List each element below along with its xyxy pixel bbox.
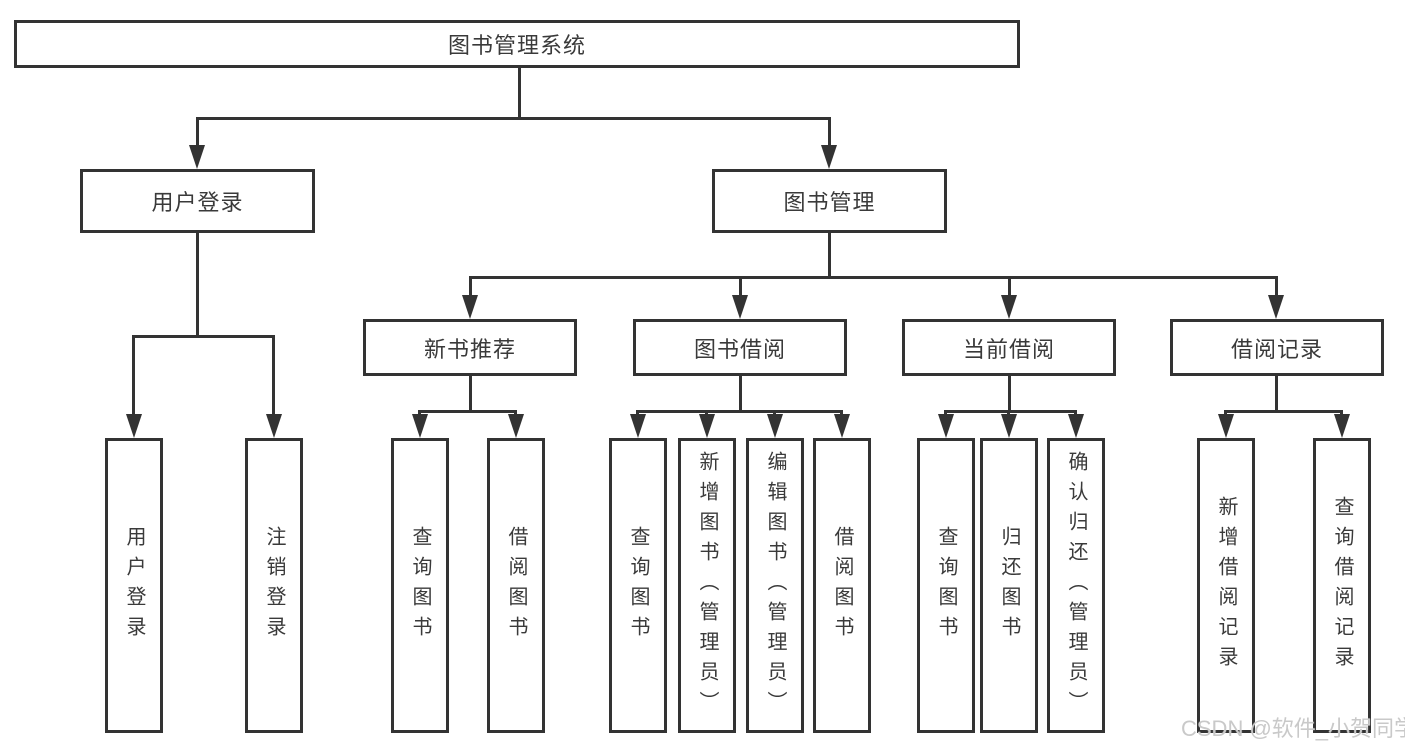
leaf-edit-books-admin: 编辑图书（管理员） [746,438,804,733]
leaf-user-login: 用户登录 [105,438,163,733]
leaf-return-books-label: 归还图书 [998,525,1020,646]
arrow-down-icon [699,414,715,438]
node-book-management-branch: 图书管理 [712,169,947,233]
arrow-down-icon [462,295,478,319]
leaf-add-borrow-record: 新增借阅记录 [1197,438,1255,733]
arrow-down-icon [1001,414,1017,438]
node-current-borrowing: 当前借阅 [902,319,1116,376]
leaf-confirm-return-admin: 确认归还（管理员） [1047,438,1105,733]
connector-line [944,410,1077,413]
connector-line [1275,276,1278,297]
arrow-down-icon [266,414,282,438]
connector-line [828,233,831,276]
node-book-borrowing-label: 图书借阅 [693,336,786,362]
leaf-add-books-admin: 新增图书（管理员） [678,438,736,733]
connector-line [196,233,199,335]
leaf-borrow-books-2-label: 借阅图书 [831,525,853,646]
leaf-borrow-books-1-label: 借阅图书 [505,525,527,646]
connector-line [132,335,135,417]
node-library-system-label: 图书管理系统 [447,33,586,58]
leaf-query-borrow-record: 查询借阅记录 [1313,438,1371,733]
connector-line [418,410,517,413]
connector-line [272,335,275,417]
node-user-login-branch: 用户登录 [80,169,315,233]
connector-line [518,68,521,117]
leaf-query-books-3-label: 查询图书 [935,525,957,646]
node-book-management-branch-label: 图书管理 [783,190,876,215]
leaf-add-books-admin-label: 新增图书（管理员） [696,450,718,721]
leaf-query-books-1: 查询图书 [391,438,449,733]
connector-line [196,117,199,148]
leaf-borrow-books-2: 借阅图书 [813,438,871,733]
connector-line [196,117,831,120]
arrow-down-icon [126,414,142,438]
leaf-logout-label: 注销登录 [263,525,285,646]
node-new-book-recommendation-label: 新书推荐 [423,336,516,362]
leaf-query-books-2-label: 查询图书 [627,525,649,646]
connector-line [1224,410,1343,413]
leaf-query-books-1-label: 查询图书 [409,525,431,646]
node-user-login-branch-label: 用户登录 [151,190,244,215]
connector-line [1008,276,1011,297]
leaf-add-borrow-record-label: 新增借阅记录 [1215,495,1237,676]
connector-line [636,410,843,413]
leaf-user-login-label: 用户登录 [123,525,145,646]
node-book-borrowing: 图书借阅 [633,319,847,376]
leaf-return-books: 归还图书 [980,438,1038,733]
node-borrowing-records-label: 借阅记录 [1230,336,1323,362]
leaf-query-books-2: 查询图书 [609,438,667,733]
arrow-down-icon [938,414,954,438]
connector-line [469,276,472,297]
arrow-down-icon [1001,295,1017,319]
connector-line [828,117,831,148]
node-new-book-recommendation: 新书推荐 [363,319,577,376]
arrow-down-icon [1268,295,1284,319]
leaf-confirm-return-admin-label: 确认归还（管理员） [1065,450,1087,721]
leaf-logout: 注销登录 [245,438,303,733]
connector-line [739,276,742,297]
leaf-borrow-books-1: 借阅图书 [487,438,545,733]
node-borrowing-records: 借阅记录 [1170,319,1384,376]
arrow-down-icon [508,414,524,438]
arrow-down-icon [732,295,748,319]
node-current-borrowing-label: 当前借阅 [962,336,1055,362]
csdn-watermark: CSDN @软件_小贺同学 [1181,716,1405,741]
arrow-down-icon [189,145,205,169]
node-library-system: 图书管理系统 [14,20,1020,68]
connector-line [739,376,742,413]
arrow-down-icon [821,145,837,169]
arrow-down-icon [1218,414,1234,438]
arrow-down-icon [834,414,850,438]
connector-line [469,376,472,413]
connector-line [132,335,274,338]
leaf-query-books-3: 查询图书 [917,438,975,733]
leaf-query-borrow-record-label: 查询借阅记录 [1331,495,1353,676]
connector-line [469,276,1276,279]
arrow-down-icon [412,414,428,438]
arrow-down-icon [1334,414,1350,438]
leaf-edit-books-admin-label: 编辑图书（管理员） [764,450,786,721]
arrow-down-icon [1068,414,1084,438]
arrow-down-icon [767,414,783,438]
connector-line [1008,376,1011,413]
arrow-down-icon [630,414,646,438]
connector-line [1275,376,1278,413]
